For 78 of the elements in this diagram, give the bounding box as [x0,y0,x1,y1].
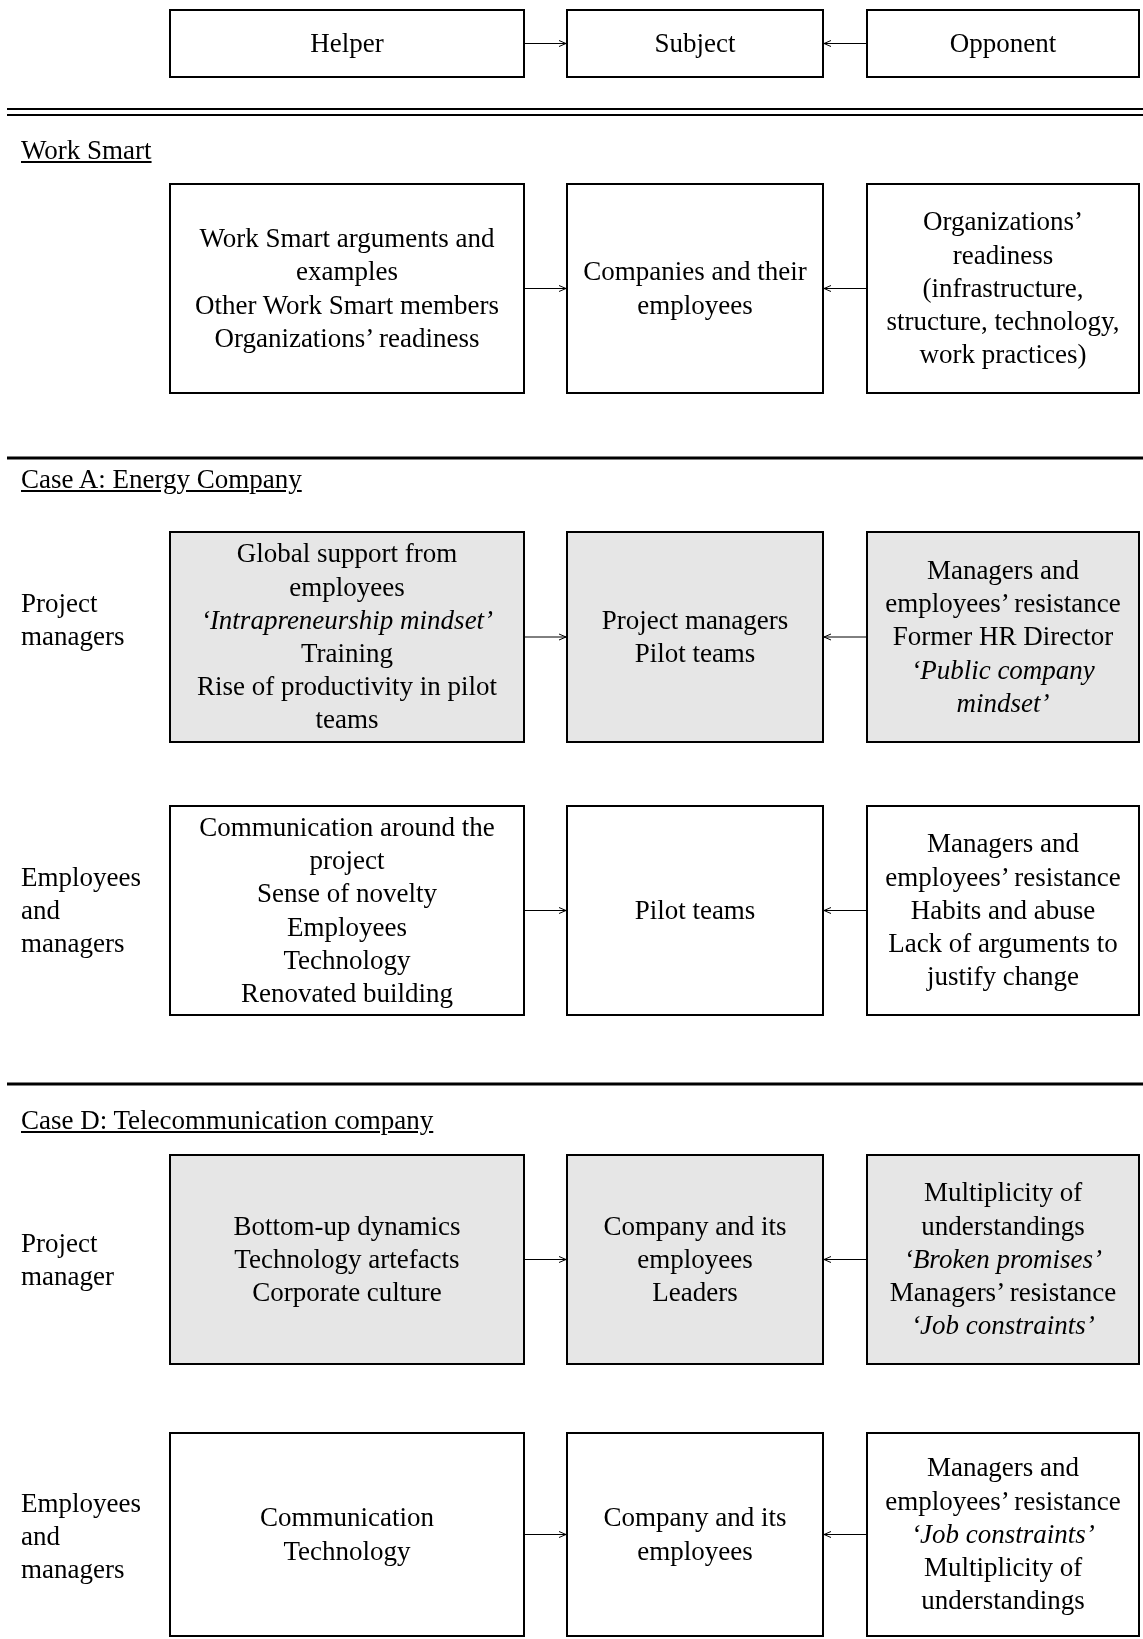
row-label: Project manager [21,1227,115,1294]
arrow [823,1531,867,1538]
box-text: Pilot teams [634,893,756,927]
helper-box [169,9,525,78]
box-text: ‘Job constraints’ [911,1309,1095,1343]
box-text: Communication around the project [198,810,496,878]
arrow [823,1256,867,1263]
arrow [524,1256,567,1263]
box-text: ‘Broken promises’ [903,1242,1103,1276]
box-text: Organizations’ readiness (infrastructure, structure, technology, work practices) [885,205,1121,372]
row-label: Employees and managers [21,861,142,961]
box-text: ‘Public company mindset’ [910,653,1096,720]
box-text: Global support from employees [235,537,459,604]
arrow [823,285,867,292]
box-text: Opponent [949,26,1057,60]
arrow [823,40,867,47]
row-label: Employees and managers [21,1487,142,1587]
arrow [524,1531,567,1538]
helper-box [169,805,525,1016]
box-text: Companies and their employees [582,255,808,322]
box-text: Bottom-up dynamics [233,1209,461,1243]
opponent-box [866,1432,1140,1637]
box-text: Multiplicity of understandings [920,1551,1086,1618]
box-text: ‘Job constraints’ [911,1517,1095,1551]
opponent-box [866,183,1140,394]
row-label: Project managers [21,587,126,654]
box-text: Multiplicity of understandings [920,1176,1086,1243]
box-text: Rise of productivity in pilot teams [196,670,498,737]
arrow [524,907,567,914]
box-text: Technology [283,943,411,977]
box-text: Pilot teams [634,637,756,670]
arrow [524,285,567,292]
box-text: Project managers [601,603,789,637]
arrow [823,907,867,914]
box-text: Other Work Smart members [195,288,499,322]
box-text: Corporate culture [252,1276,442,1310]
box-text: Managers and employees’ resistance [884,827,1122,894]
box-text: Training [301,637,393,670]
box-text: Company and its employees [602,1209,788,1276]
opponent-box [866,1154,1140,1365]
box-text: Former HR Director [892,620,1114,654]
arrow [524,40,567,47]
helper-box [169,1154,525,1365]
box-text: Managers and employees’ resistance [884,554,1122,621]
box-text: Technology artefacts [234,1242,460,1276]
box-text: Lack of arguments to justify change [887,927,1119,994]
box-text: Habits and abuse [910,893,1096,927]
helper-box [169,531,525,743]
box-text: Company and its employees [602,1501,788,1568]
arrow [823,633,867,641]
box-text: Subject [654,26,736,60]
box-text: Communication [260,1501,434,1535]
subject-box [566,1432,824,1637]
box-text: Helper [310,26,384,60]
box-text: Renovated building [240,976,454,1010]
subject-box [566,1154,824,1365]
box-text: Sense of novelty [257,877,437,911]
section-heading: Work Smart [21,134,152,167]
box-text: Employees [287,910,407,944]
arrow [524,633,567,641]
box-text: Organizations’ readiness [214,321,480,355]
opponent-box [866,9,1140,78]
subject-box [566,805,824,1016]
box-text: Managers and employees’ resistance [884,1451,1122,1518]
subject-box [566,183,824,394]
box-text: Managers’ resistance [889,1276,1117,1310]
subject-box [566,9,824,78]
helper-box [169,1432,525,1637]
helper-box [169,183,525,394]
box-text: Work Smart arguments and examples [198,222,496,289]
subject-box [566,531,824,743]
box-text: ‘Intrapreneurship mindset’ [200,603,494,637]
box-text: Leaders [652,1276,738,1310]
opponent-box [866,531,1140,743]
section-heading: Case D: Telecommunication company [21,1104,434,1137]
box-text: Technology [283,1534,411,1568]
opponent-box [866,805,1140,1016]
section-heading: Case A: Energy Company [21,463,302,496]
